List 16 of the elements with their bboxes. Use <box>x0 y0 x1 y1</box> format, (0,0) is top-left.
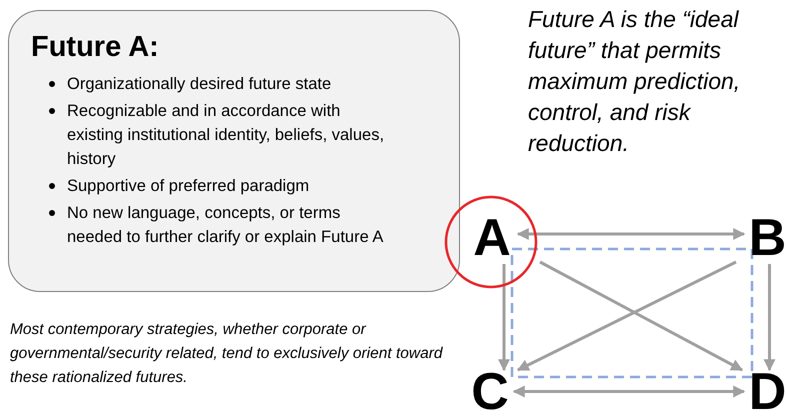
arrow <box>498 264 510 372</box>
arrow <box>764 264 776 372</box>
node-letter: C <box>470 366 510 417</box>
note-text: Most contemporary strategies, whether corporate or governmental/security related, tend to exclusively orient toward these rationalized futures. <box>10 320 444 388</box>
node-letter: A <box>470 210 514 266</box>
bullet-item: Organizationally desired future state <box>67 74 332 95</box>
node-letter: B <box>748 210 787 266</box>
node-letter: D <box>748 366 787 417</box>
bullet-item: Recognizable and in accordance with existing institutional identity, beliefs, values, history <box>67 101 386 170</box>
arrow <box>512 386 746 398</box>
note-text: Future A is the “ideal future” that permits maximum prediction, control, and risk reduction. <box>528 5 742 158</box>
arrow <box>516 228 746 240</box>
bullet-item: No new language, concepts, or terms needed to further clarify or explain Future A <box>67 203 384 248</box>
bullet-item: Supportive of preferred paradigm <box>67 176 310 197</box>
panel-heading: Future A: <box>31 33 160 62</box>
rounded-text-panel <box>8 10 460 292</box>
